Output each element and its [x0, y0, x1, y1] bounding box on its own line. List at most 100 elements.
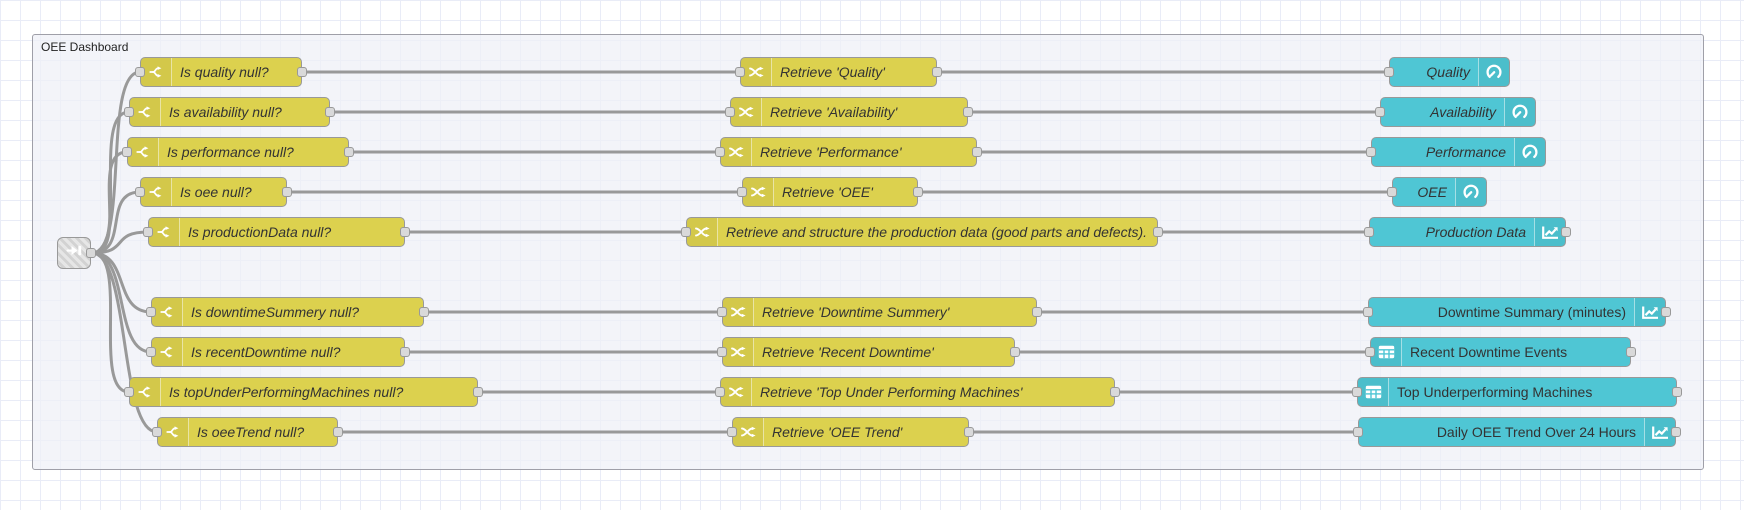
node-label: Daily OEE Trend Over 24 Hours [1436, 424, 1636, 440]
node-label: Performance [1425, 144, 1506, 160]
output-port[interactable] [1153, 227, 1163, 237]
output-port[interactable] [913, 187, 923, 197]
wire[interactable] [90, 251, 159, 434]
gauge-icon [1504, 98, 1535, 126]
change-node-availability[interactable]: Retrieve 'Availability' [725, 97, 973, 127]
node-label: Is availability null? [169, 104, 282, 120]
switch-node-availability[interactable]: Is availability null? [124, 97, 335, 127]
switch-node-downtime-summary[interactable]: Is downtimeSummery null? [146, 297, 429, 327]
chart-node-downtime-summary[interactable]: Downtime Summary (minutes) [1363, 297, 1671, 327]
input-port[interactable] [122, 147, 132, 157]
switch-node-top-underperforming[interactable]: Is topUnderPerformingMachines null? [124, 377, 483, 407]
gauge-node-availability[interactable]: Availability [1375, 97, 1536, 127]
output-port[interactable] [344, 147, 354, 157]
change-node-oee-trend[interactable]: Retrieve 'OEE Trend' [727, 417, 974, 447]
change-node-top-underperforming[interactable]: Retrieve 'Top Under Performing Machines' [715, 377, 1120, 407]
output-port[interactable] [473, 387, 483, 397]
output-port[interactable] [419, 307, 429, 317]
input-port[interactable] [1363, 307, 1373, 317]
node-label: Retrieve 'Quality' [780, 64, 885, 80]
gauge-node-quality[interactable]: Quality [1384, 57, 1510, 87]
output-port[interactable] [1561, 227, 1571, 237]
output-port[interactable] [964, 427, 974, 437]
input-port[interactable] [717, 347, 727, 357]
input-port[interactable] [737, 187, 747, 197]
input-port[interactable] [1364, 227, 1374, 237]
switch-node-oee[interactable]: Is oee null? [135, 177, 292, 207]
output-port[interactable] [1672, 387, 1682, 397]
input-port[interactable] [1387, 187, 1397, 197]
input-port[interactable] [727, 427, 737, 437]
node-label: Production Data [1425, 224, 1526, 240]
switch-node-performance[interactable]: Is performance null? [122, 137, 354, 167]
node-label: Quality [1426, 64, 1470, 80]
input-port[interactable] [1365, 347, 1375, 357]
change-node-production-data[interactable]: Retrieve and structure the production da… [681, 217, 1163, 247]
input-port[interactable] [717, 307, 727, 317]
switch-node-recent-downtime[interactable]: Is recentDowntime null? [146, 337, 410, 367]
output-port[interactable] [86, 248, 96, 258]
input-port[interactable] [146, 347, 156, 357]
output-port[interactable] [972, 147, 982, 157]
gauge-node-performance[interactable]: Performance [1366, 137, 1546, 167]
change-node-oee[interactable]: Retrieve 'OEE' [737, 177, 923, 207]
input-port[interactable] [152, 427, 162, 437]
chart-node-oee-trend[interactable]: Daily OEE Trend Over 24 Hours [1353, 417, 1681, 447]
input-port[interactable] [735, 67, 745, 77]
table-node-recent-downtime[interactable]: Recent Downtime Events [1365, 337, 1636, 367]
input-port[interactable] [725, 107, 735, 117]
switch-node-quality[interactable]: Is quality null? [135, 57, 307, 87]
change-icon [721, 378, 752, 406]
switch-icon [130, 378, 161, 406]
input-port[interactable] [1353, 427, 1363, 437]
chart-icon [1644, 418, 1675, 446]
output-port[interactable] [932, 67, 942, 77]
input-port[interactable] [124, 107, 134, 117]
input-port[interactable] [135, 187, 145, 197]
chart-node-production-data[interactable]: Production Data [1364, 217, 1571, 247]
input-port[interactable] [124, 387, 134, 397]
output-port[interactable] [297, 67, 307, 77]
gauge-node-oee[interactable]: OEE [1387, 177, 1487, 207]
wire[interactable] [90, 150, 129, 255]
output-port[interactable] [400, 347, 410, 357]
wire[interactable] [90, 190, 142, 255]
input-port[interactable] [135, 67, 145, 77]
node-label: Availability [1430, 104, 1496, 120]
output-port[interactable] [1661, 307, 1671, 317]
link-in-node[interactable] [57, 237, 96, 269]
input-port[interactable] [146, 307, 156, 317]
change-node-quality[interactable]: Retrieve 'Quality' [735, 57, 942, 87]
switch-node-oee-trend[interactable]: Is oeeTrend null? [152, 417, 343, 447]
input-port[interactable] [1375, 107, 1385, 117]
output-port[interactable] [400, 227, 410, 237]
change-node-recent-downtime[interactable]: Retrieve 'Recent Downtime' [717, 337, 1020, 367]
output-port[interactable] [1110, 387, 1120, 397]
wire[interactable] [90, 230, 150, 255]
output-port[interactable] [1010, 347, 1020, 357]
output-port[interactable] [963, 107, 973, 117]
input-port[interactable] [715, 147, 725, 157]
change-node-performance[interactable]: Retrieve 'Performance' [715, 137, 982, 167]
change-icon [741, 58, 772, 86]
input-port[interactable] [1352, 387, 1362, 397]
input-port[interactable] [715, 387, 725, 397]
table-node-top-underperforming[interactable]: Top Underperforming Machines [1352, 377, 1682, 407]
output-port[interactable] [1626, 347, 1636, 357]
switch-node-production-data[interactable]: Is productionData null? [143, 217, 410, 247]
output-port[interactable] [325, 107, 335, 117]
output-port[interactable] [1671, 427, 1681, 437]
output-port[interactable] [1032, 307, 1042, 317]
input-port[interactable] [1366, 147, 1376, 157]
change-node-downtime-summary[interactable]: Retrieve 'Downtime Summery' [717, 297, 1042, 327]
input-port[interactable] [681, 227, 691, 237]
node-label: Is topUnderPerformingMachines null? [169, 384, 404, 400]
link-in-icon [66, 242, 83, 264]
input-port[interactable] [143, 227, 153, 237]
output-port[interactable] [333, 427, 343, 437]
output-port[interactable] [282, 187, 292, 197]
node-label: Retrieve 'OEE' [782, 184, 873, 200]
input-port[interactable] [1384, 67, 1394, 77]
wire[interactable] [90, 251, 153, 354]
